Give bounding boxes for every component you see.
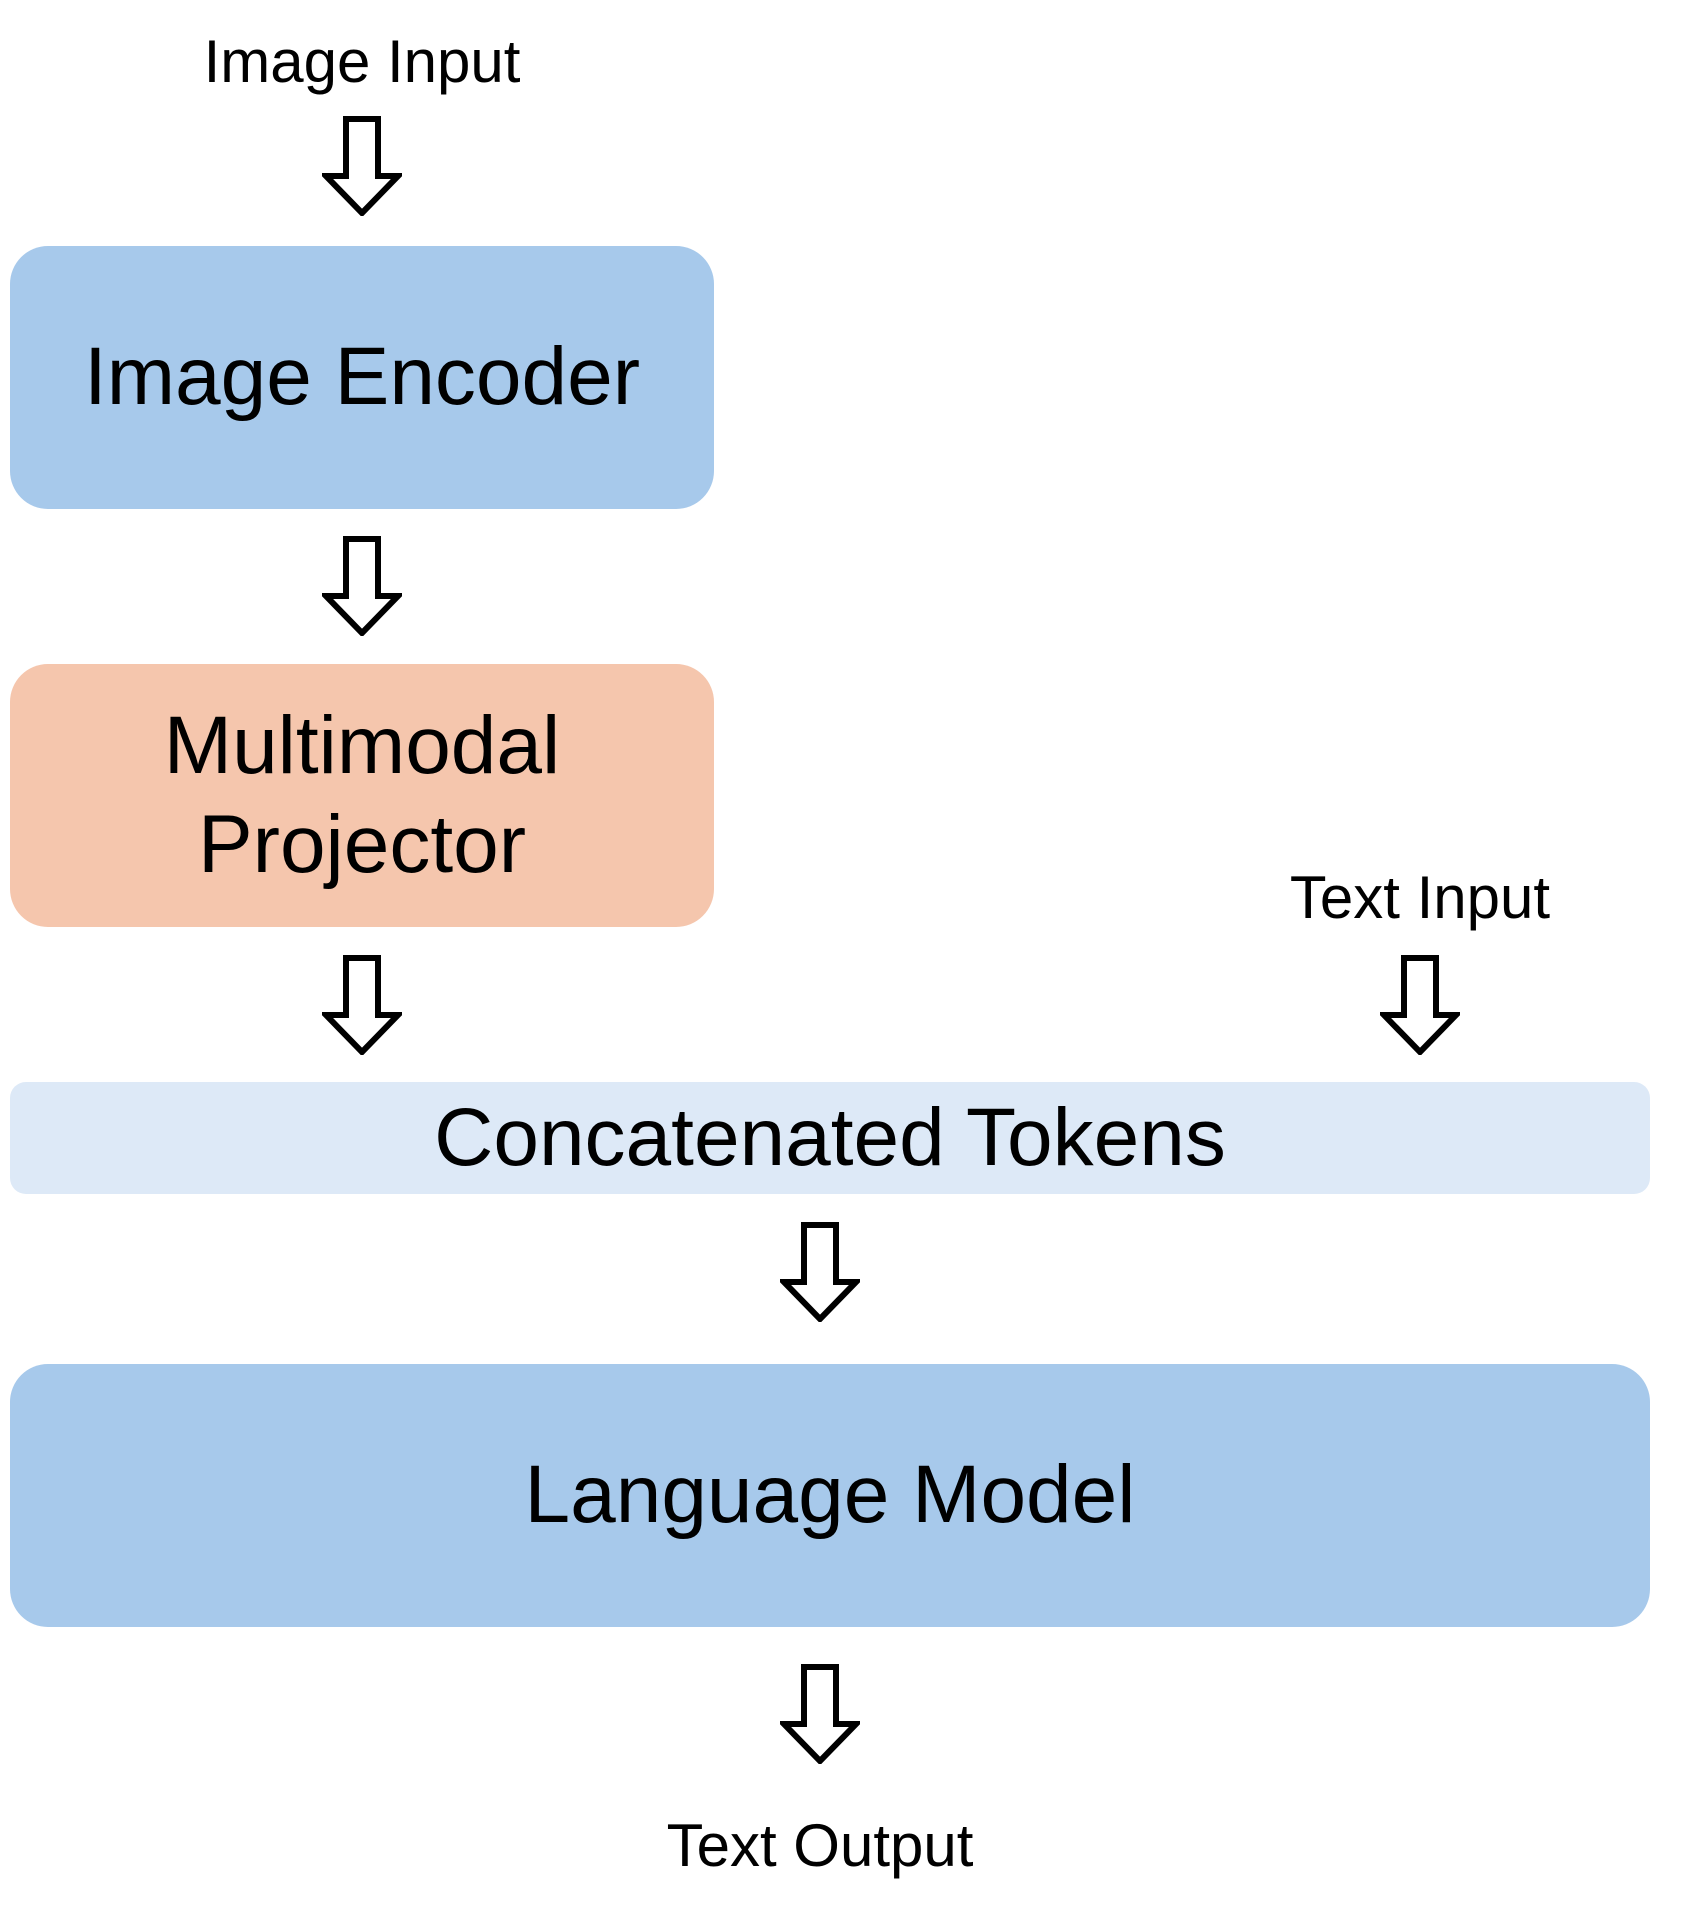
language-model-label: Language Model [524, 1449, 1136, 1541]
hollow-down-arrow-icon [322, 116, 402, 216]
projector-line-2: Projector [197, 798, 527, 890]
text-output-label: Text Output [666, 1812, 974, 1879]
concatenated-tokens-box: Concatenated Tokens [10, 1082, 1650, 1194]
hollow-down-arrow-icon [780, 1664, 860, 1764]
hollow-down-arrow-icon [780, 1222, 860, 1322]
image-encoder-label: Image Encoder [83, 331, 641, 423]
image-encoder-box: Image Encoder [10, 246, 714, 509]
concatenated-tokens-label: Concatenated Tokens [434, 1091, 1226, 1183]
language-model-box: Language Model [10, 1364, 1650, 1627]
hollow-down-arrow-icon [322, 536, 402, 636]
text-input-label: Text Input [1289, 864, 1551, 931]
hollow-down-arrow-icon [322, 955, 402, 1055]
multimodal-projector-label: Multimodal Projector [164, 697, 560, 894]
image-input-label: Image Input [203, 28, 521, 95]
hollow-down-arrow-icon [1380, 955, 1460, 1055]
projector-line-1: Multimodal [163, 700, 561, 792]
multimodal-projector-box: Multimodal Projector [10, 664, 714, 927]
